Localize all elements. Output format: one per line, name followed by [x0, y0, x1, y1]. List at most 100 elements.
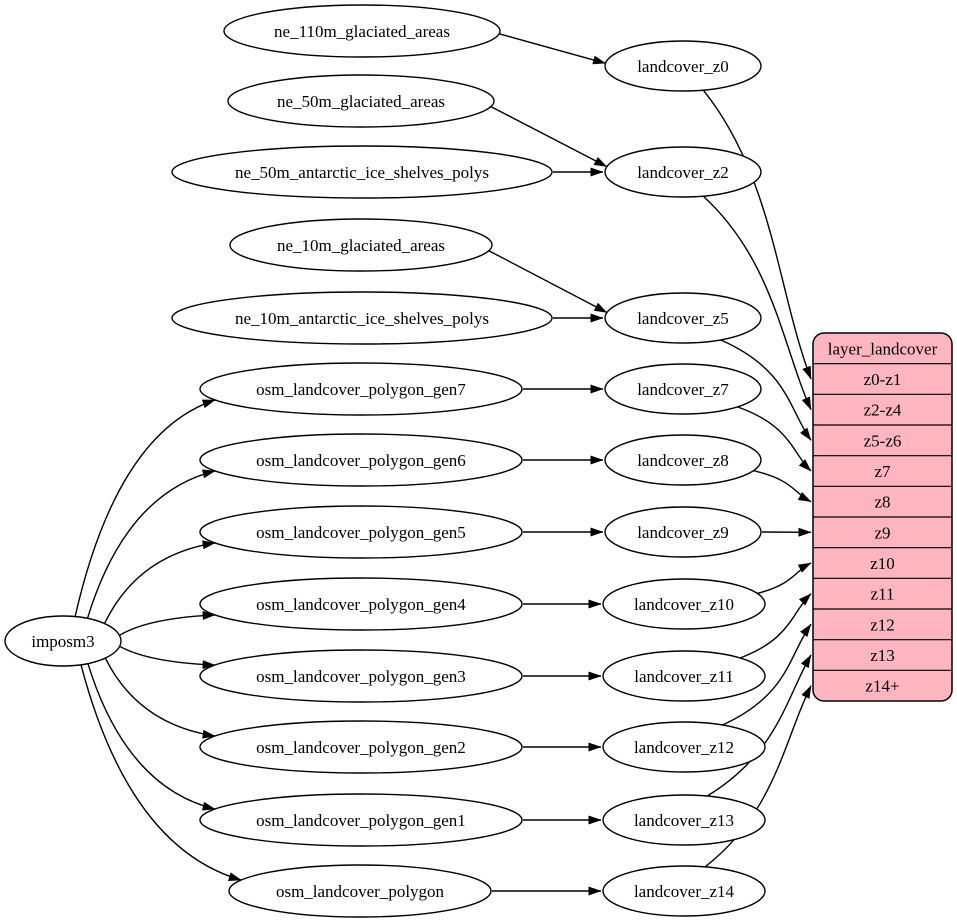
node-label-landcover_z8: landcover_z8 [637, 451, 729, 470]
node-shape-osm_landcover_polygon_gen3 [199, 649, 523, 703]
node-landcover_z13: landcover_z13 [602, 794, 766, 846]
node-ne_110m_glaciated_areas: ne_110m_glaciated_areas [223, 4, 501, 58]
node-ne_50m_glaciated_areas: ne_50m_glaciated_areas [227, 74, 495, 128]
node-label-landcover_z12: landcover_z12 [634, 738, 734, 757]
record-row-z7: z7 [874, 462, 891, 481]
edge-imposm3-to-osm_landcover_polygon_gen2 [104, 657, 216, 739]
record-title: layer_landcover [828, 339, 938, 358]
node-label-landcover_z5: landcover_z5 [637, 309, 729, 328]
node-label-landcover_z0: landcover_z0 [637, 57, 729, 76]
node-label-landcover_z10: landcover_z10 [634, 595, 734, 614]
record-row-z2-z4: z2-z4 [864, 401, 902, 420]
node-label-osm_landcover_polygon_gen7: osm_landcover_polygon_gen7 [256, 380, 466, 399]
node-ne_10m_glaciated_areas: ne_10m_glaciated_areas [229, 218, 493, 272]
node-shape-ne_10m_glaciated_areas [229, 218, 493, 272]
node-shape-landcover_z0 [604, 40, 762, 92]
record-row-z8: z8 [874, 493, 890, 512]
edge-landcover_z14-to-z14+ [704, 685, 812, 868]
node-osm_landcover_polygon_gen6: osm_landcover_polygon_gen6 [199, 433, 523, 487]
record-row-z0-z1: z0-z1 [864, 370, 902, 389]
node-shape-osm_landcover_polygon_gen4 [199, 577, 523, 631]
record-row-z12: z12 [870, 615, 895, 634]
edge-ne_10m_glaciated_areas-to-landcover_z5 [488, 250, 608, 314]
node-ne_10m_antarctic_ice_shelves_polys: ne_10m_antarctic_ice_shelves_polys [171, 291, 553, 345]
node-label-osm_landcover_polygon_gen3: osm_landcover_polygon_gen3 [256, 667, 466, 686]
edge-imposm3-to-osm_landcover_polygon_gen1 [87, 663, 216, 811]
node-label-landcover_z11: landcover_z11 [634, 667, 733, 686]
edges-layer [74, 33, 812, 896]
node-label-landcover_z13: landcover_z13 [634, 811, 734, 830]
node-landcover_z9: landcover_z9 [604, 506, 762, 558]
node-label-osm_landcover_polygon_gen2: osm_landcover_polygon_gen2 [256, 738, 466, 757]
node-shape-ne_10m_antarctic_ice_shelves_polys [171, 291, 553, 345]
node-label-landcover_z2: landcover_z2 [637, 163, 729, 182]
node-label-ne_10m_antarctic_ice_shelves_polys: ne_10m_antarctic_ice_shelves_polys [235, 309, 489, 328]
node-shape-landcover_z11 [602, 650, 766, 702]
node-shape-landcover_z5 [604, 292, 762, 344]
record-row-z5-z6: z5-z6 [864, 431, 902, 450]
node-osm_landcover_polygon_gen4: osm_landcover_polygon_gen4 [199, 577, 523, 631]
edge-landcover_z7-to-z7 [737, 406, 812, 472]
node-label-landcover_z7: landcover_z7 [637, 380, 729, 399]
node-label-osm_landcover_polygon_gen4: osm_landcover_polygon_gen4 [256, 595, 466, 614]
node-shape-landcover_z12 [602, 721, 766, 773]
edge-landcover_z11-to-z11 [739, 593, 812, 659]
node-landcover_z8: landcover_z8 [604, 434, 762, 486]
node-shape-landcover_z9 [604, 506, 762, 558]
node-label-ne_50m_antarctic_ice_shelves_polys: ne_50m_antarctic_ice_shelves_polys [235, 163, 489, 182]
node-osm_landcover_polygon_gen5: osm_landcover_polygon_gen5 [199, 505, 523, 559]
record-row-z10: z10 [870, 554, 895, 573]
edge-landcover_z2-to-z2-z4 [702, 195, 812, 411]
node-shape-landcover_z7 [604, 363, 762, 415]
node-label-ne_50m_glaciated_areas: ne_50m_glaciated_areas [277, 92, 445, 111]
node-shape-osm_landcover_polygon_gen5 [199, 505, 523, 559]
node-shape-ne_110m_glaciated_areas [223, 4, 501, 58]
node-shape-landcover_z13 [602, 794, 766, 846]
node-label-landcover_z9: landcover_z9 [637, 523, 729, 542]
node-shape-osm_landcover_polygon_gen7 [199, 362, 523, 416]
record-row-z14+: z14+ [865, 677, 899, 696]
node-osm_landcover_polygon: osm_landcover_polygon [228, 864, 492, 918]
node-landcover_z12: landcover_z12 [602, 721, 766, 773]
node-shape-landcover_z14 [602, 865, 766, 917]
node-label-osm_landcover_polygon: osm_landcover_polygon [276, 882, 445, 901]
node-label-ne_110m_glaciated_areas: ne_110m_glaciated_areas [274, 22, 450, 41]
edge-imposm3-to-osm_landcover_polygon_gen4 [119, 610, 216, 636]
node-shape-landcover_z8 [604, 434, 762, 486]
edge-landcover_z8-to-z8 [753, 470, 812, 503]
node-label-osm_landcover_polygon_gen6: osm_landcover_polygon_gen6 [256, 451, 466, 470]
node-landcover_z14: landcover_z14 [602, 865, 766, 917]
node-shape-ne_50m_antarctic_ice_shelves_polys [171, 145, 553, 199]
node-landcover_z11: landcover_z11 [602, 650, 766, 702]
node-label-osm_landcover_polygon_gen5: osm_landcover_polygon_gen5 [256, 523, 466, 542]
record-row-z13: z13 [870, 646, 895, 665]
node-shape-imposm3 [4, 615, 122, 667]
node-landcover_z2: landcover_z2 [604, 146, 762, 198]
edge-ne_110m_glaciated_areas-to-landcover_z0 [499, 33, 606, 65]
node-osm_landcover_polygon_gen7: osm_landcover_polygon_gen7 [199, 362, 523, 416]
record-layer_landcover: layer_landcover z0-z1 z2-z4 z5-z6 z7 z8 z9 z10 z… [812, 332, 953, 702]
edge-landcover_z13-to-z13 [706, 654, 812, 797]
edge-imposm3-to-osm_landcover_polygon_gen3 [119, 645, 216, 670]
node-label-osm_landcover_polygon_gen1: osm_landcover_polygon_gen1 [256, 811, 466, 830]
node-shape-osm_landcover_polygon_gen6 [199, 433, 523, 487]
node-osm_landcover_polygon_gen3: osm_landcover_polygon_gen3 [199, 649, 523, 703]
edge-imposm3-to-osm_landcover_polygon [80, 664, 242, 881]
record-row-z11: z11 [871, 585, 895, 604]
node-shape-ne_50m_glaciated_areas [227, 74, 495, 128]
node-shape-osm_landcover_polygon_gen1 [199, 793, 523, 847]
node-osm_landcover_polygon_gen2: osm_landcover_polygon_gen2 [199, 720, 523, 774]
node-landcover_z5: landcover_z5 [604, 292, 762, 344]
node-imposm3: imposm3 [4, 615, 122, 667]
node-label-ne_10m_glaciated_areas: ne_10m_glaciated_areas [277, 236, 445, 255]
edge-imposm3-to-osm_landcover_polygon_gen5 [103, 540, 216, 624]
node-shape-landcover_z10 [602, 578, 766, 630]
node-landcover_z10: landcover_z10 [602, 578, 766, 630]
edge-landcover_z12-to-z12 [722, 623, 812, 726]
node-landcover_z7: landcover_z7 [604, 363, 762, 415]
node-landcover_z0: landcover_z0 [604, 40, 762, 92]
edge-imposm3-to-osm_landcover_polygon_gen7 [74, 399, 216, 617]
edge-imposm3-to-osm_landcover_polygon_gen6 [86, 469, 216, 619]
record-row-z9: z9 [874, 523, 890, 542]
